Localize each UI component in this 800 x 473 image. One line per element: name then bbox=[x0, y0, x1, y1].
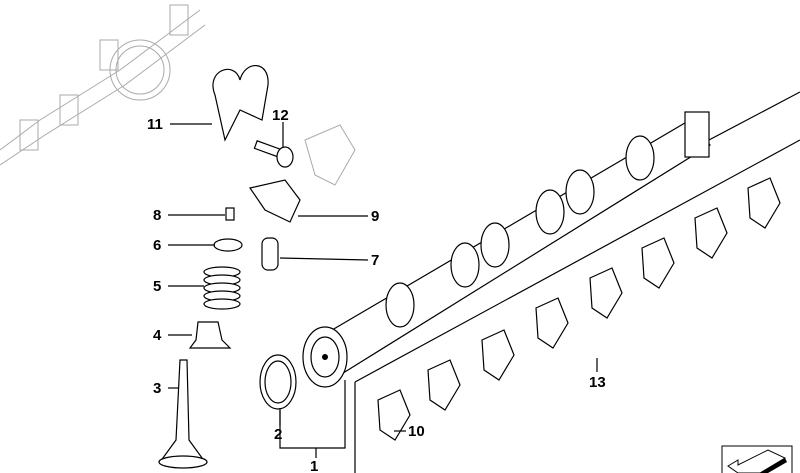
hydraulic-lash-adjuster bbox=[261, 237, 279, 271]
callout-7: 7 bbox=[371, 252, 379, 269]
valve-stem-seal bbox=[188, 321, 232, 349]
callout-9: 9 bbox=[371, 208, 379, 225]
callout-10: 10 bbox=[408, 423, 425, 440]
clip-spring bbox=[212, 65, 269, 142]
callout-2: 2 bbox=[274, 426, 282, 443]
next-page-arrow-icon[interactable] bbox=[721, 445, 793, 473]
callout-12: 12 bbox=[272, 107, 289, 124]
spring-retainer bbox=[213, 238, 243, 252]
bolt bbox=[253, 140, 294, 168]
camshaft bbox=[302, 111, 711, 388]
callout-1: 1 bbox=[310, 458, 318, 473]
valve-spring bbox=[203, 266, 241, 310]
rocker-arm-ghost bbox=[304, 124, 356, 186]
callout-6: 6 bbox=[153, 237, 161, 254]
callout-8: 8 bbox=[153, 207, 161, 224]
callout-3: 3 bbox=[153, 380, 161, 397]
callout-4: 4 bbox=[153, 327, 162, 344]
crankshaft-ghost bbox=[0, 4, 206, 166]
valve bbox=[158, 359, 208, 469]
valve-keeper bbox=[225, 207, 235, 221]
callout-5: 5 bbox=[153, 278, 161, 295]
callout-13: 13 bbox=[589, 374, 606, 391]
callout-11: 11 bbox=[147, 116, 163, 133]
leader-lines bbox=[168, 122, 598, 458]
seal-ring-inner bbox=[264, 360, 292, 404]
rocker-arm-set bbox=[377, 177, 781, 441]
roller-rocker-arm bbox=[249, 179, 301, 223]
